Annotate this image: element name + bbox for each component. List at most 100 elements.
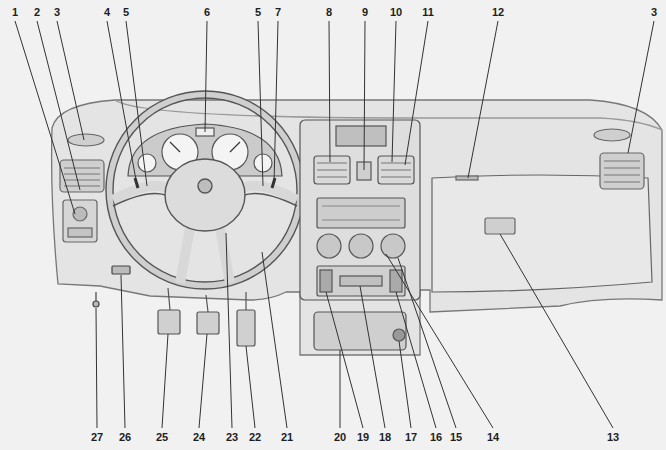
callout-number: 11 (421, 6, 435, 18)
left-vent-part (73, 207, 87, 221)
instrument-cluster-part (138, 154, 156, 172)
left-vent-part (68, 134, 104, 146)
leader-line (262, 252, 287, 428)
leader-line (121, 275, 125, 428)
centre-console (300, 120, 420, 350)
callout-number: 22 (248, 431, 262, 443)
callout-number: 24 (192, 431, 206, 443)
centre-console-part (314, 312, 406, 350)
dashboard-body-part (52, 100, 662, 355)
callout-number: 14 (486, 431, 500, 443)
centre-console-part (349, 234, 373, 258)
callout-number: 21 (280, 431, 294, 443)
leader-line (399, 341, 411, 428)
leader-line (15, 21, 75, 214)
leader-lines (15, 21, 654, 428)
leader-line (57, 21, 84, 140)
leader-line (162, 334, 168, 428)
left-vent-part (63, 200, 97, 242)
callout-number: 26 (118, 431, 132, 443)
instrument-cluster-part (254, 154, 272, 172)
callout-number: 16 (429, 431, 443, 443)
right-vent-part (604, 161, 640, 182)
callout-number: 18 (378, 431, 392, 443)
callout-number: 9 (361, 6, 369, 18)
leader-line (340, 350, 341, 428)
centre-console-part (317, 234, 341, 258)
leader-line (107, 21, 136, 180)
left-vent-part (68, 228, 92, 237)
leader-line (396, 292, 436, 428)
callout-number: 27 (90, 431, 104, 443)
leader-line (96, 308, 97, 428)
glovebox-part (456, 176, 478, 180)
steering-wheel-part (135, 178, 275, 188)
callout-number: 4 (103, 6, 111, 18)
right-vent-part (594, 129, 630, 141)
callout-number: 8 (325, 6, 333, 18)
pedals-part (158, 310, 180, 334)
centre-console-part (317, 198, 405, 228)
centre-console-part (300, 120, 420, 300)
callout-number: 15 (449, 431, 463, 443)
callout-number: 1 (11, 6, 19, 18)
centre-console-part (336, 126, 386, 146)
bonnet-release-part (112, 266, 130, 274)
callout-number: 23 (225, 431, 239, 443)
callout-number: 10 (389, 6, 403, 18)
instrument-cluster-part (170, 142, 240, 152)
callout-number: 12 (491, 6, 505, 18)
glovebox-part (432, 175, 652, 292)
glovebox-part (485, 218, 515, 234)
leader-line (364, 21, 365, 170)
right-vent (594, 129, 644, 189)
callout-number: 5 (122, 6, 130, 18)
callout-number: 6 (203, 6, 211, 18)
callout-number: 7 (274, 6, 282, 18)
bonnet-release (93, 266, 130, 307)
left-vent-part (64, 168, 100, 186)
leader-line (329, 21, 330, 162)
centre-console-part (393, 329, 405, 341)
centre-console-part (390, 270, 402, 292)
callout-number: 17 (404, 431, 418, 443)
leader-line (398, 258, 456, 428)
leader-line (326, 292, 363, 428)
steering-wheel-part (165, 159, 245, 231)
leader-line (126, 21, 147, 186)
callout-number: 20 (333, 431, 347, 443)
leader-line (386, 254, 493, 428)
leader-line (258, 21, 263, 186)
callout-number: 19 (356, 431, 370, 443)
callout-number: 3 (650, 6, 658, 18)
leader-line (199, 334, 207, 428)
callout-number: 25 (155, 431, 169, 443)
callout-number: 5 (254, 6, 262, 18)
leader-line (226, 233, 232, 428)
glovebox (432, 175, 652, 292)
steering-wheel-part (198, 179, 212, 193)
right-vent-part (600, 153, 644, 189)
callout-number: 3 (53, 6, 61, 18)
leader-line (246, 346, 255, 428)
centre-console-part (381, 234, 405, 258)
leader-line (205, 21, 207, 132)
centre-console-part (320, 270, 332, 292)
leader-line (360, 286, 385, 428)
leader-line (468, 21, 498, 178)
leader-line (37, 21, 80, 190)
bonnet-release-part (93, 301, 99, 307)
centre-console-part (322, 206, 400, 220)
leader-line (628, 21, 654, 153)
leader-line (274, 21, 278, 184)
leader-line (405, 21, 428, 165)
pedals-part (237, 310, 255, 346)
callout-number: 2 (33, 6, 41, 18)
leader-line (500, 234, 613, 428)
centre-console-part (340, 276, 382, 286)
callout-number: 13 (606, 431, 620, 443)
pedals-part (197, 312, 219, 334)
pedals-part (168, 288, 246, 312)
